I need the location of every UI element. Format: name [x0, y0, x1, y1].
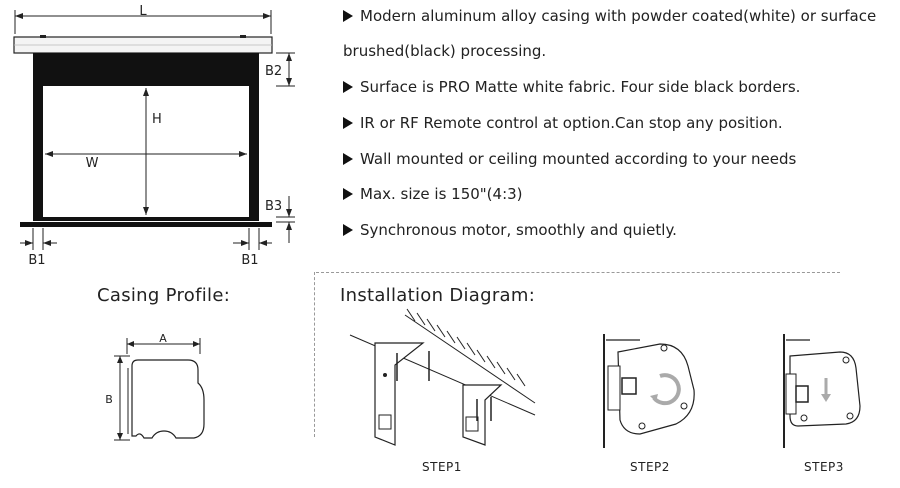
screen-dimension-diagram: L H W B2 B3 B1 B1 — [13, 4, 295, 268]
casing-width-label: A — [159, 332, 167, 345]
casing-height-label: B — [105, 393, 113, 406]
feature-item: Surface is PRO Matte white fabric. Four … — [343, 78, 800, 96]
feature-item-continued: brushed(black) processing. — [343, 42, 547, 60]
installation-diagram-title: Installation Diagram: — [340, 285, 536, 306]
casing-profile-title: Casing Profile: — [97, 285, 231, 306]
bottom-bar — [20, 222, 272, 227]
bullet-triangle-icon — [343, 117, 353, 129]
side-border-left-label: B1 — [28, 253, 45, 268]
width-label: W — [86, 156, 99, 171]
feature-item: IR or RF Remote control at option.Can st… — [343, 114, 783, 132]
step1-label: STEP1 — [422, 460, 462, 474]
section-divider-horizontal — [316, 272, 840, 273]
top-border-label: B2 — [265, 64, 282, 79]
bullet-triangle-icon — [343, 153, 353, 165]
installation-step1-illustration — [349, 308, 536, 446]
length-label: L — [139, 4, 147, 19]
height-label: H — [152, 112, 162, 127]
feature-item: Synchronous motor, smoothly and quietly. — [343, 221, 677, 239]
step3-label: STEP3 — [804, 460, 844, 474]
section-divider-vertical — [314, 272, 315, 437]
casing-profile-shape — [131, 359, 205, 439]
feature-item: Max. size is 150"(4:3) — [343, 185, 523, 203]
feature-item: Wall mounted or ceiling mounted accordin… — [343, 150, 796, 168]
step2-label: STEP2 — [630, 460, 670, 474]
bullet-triangle-icon — [343, 224, 353, 236]
bottom-border-label: B3 — [265, 199, 282, 214]
bullet-triangle-icon — [343, 10, 353, 22]
bullet-triangle-icon — [343, 188, 353, 200]
feature-item: Modern aluminum alloy casing with powder… — [343, 7, 876, 25]
side-border-right-label: B1 — [241, 253, 258, 268]
installation-step2-illustration — [603, 334, 695, 448]
bullet-triangle-icon — [343, 81, 353, 93]
installation-step3-illustration — [783, 334, 861, 448]
casing-profile-diagram: A B — [105, 332, 205, 441]
